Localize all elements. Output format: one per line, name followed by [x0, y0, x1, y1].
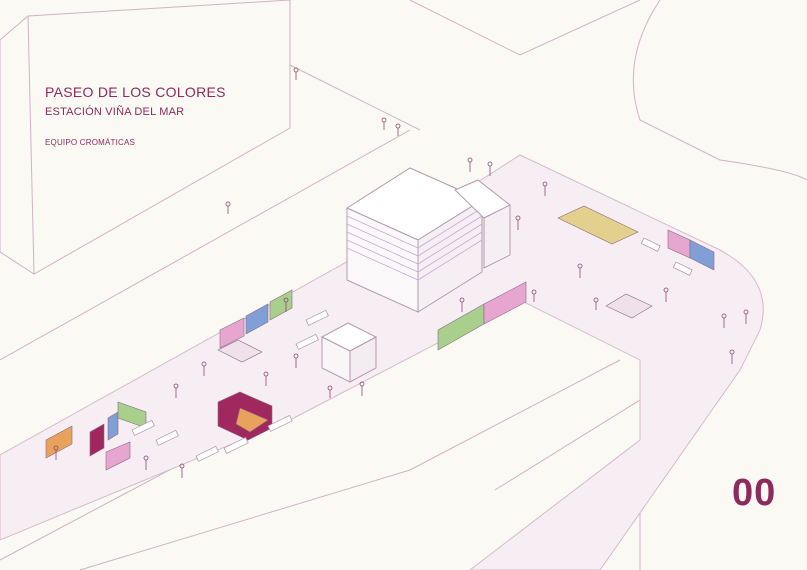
kiosk: [320, 322, 378, 383]
panel-pink-left: [219, 317, 245, 349]
panel-green-left: [269, 289, 293, 321]
title-block: PASEO DE LOS COLORES ESTACIÓN VIÑA DEL M…: [45, 84, 226, 147]
panel-yellow-plaza: [557, 205, 639, 245]
panel-maroon-far: [89, 423, 105, 457]
panel-orange-far: [45, 425, 73, 459]
panel-blue-left: [245, 303, 269, 335]
panel-blue-far: [107, 411, 119, 441]
page-number: 00: [732, 472, 777, 514]
plaza-pavement: [0, 154, 764, 570]
panel-blue-right: [689, 239, 715, 271]
page-title: PASEO DE LOS COLORES: [45, 84, 226, 100]
color-panels: [45, 205, 715, 471]
pergolas: [217, 293, 653, 363]
right-block-curve: [632, 0, 807, 181]
road-diagonal: [289, 64, 421, 131]
panel-pink-mid: [483, 281, 527, 325]
upper-road-edge: [409, 0, 641, 56]
panel-pink-far: [105, 441, 131, 471]
road-line-left: [0, 129, 411, 361]
team-label: EQUIPO CROMÁTICAS: [45, 138, 136, 147]
people-markers: [53, 67, 749, 478]
benches: [131, 237, 693, 462]
central-building: [345, 167, 511, 313]
page-subtitle: ESTACIÓN VIÑA DEL MAR: [45, 106, 185, 118]
block-building: [0, 0, 291, 275]
pavilion-orange: [235, 407, 269, 433]
lower-road-3: [79, 359, 621, 570]
